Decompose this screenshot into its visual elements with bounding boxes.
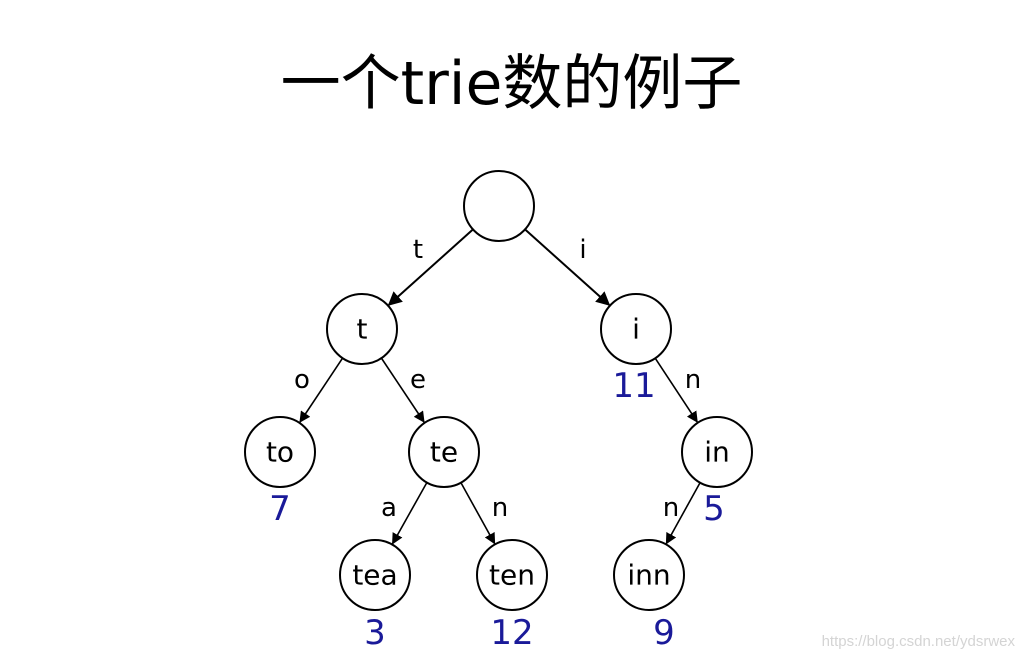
trie-node-ten: ten xyxy=(476,539,548,611)
edge-t-te xyxy=(380,357,425,423)
node-label-inn: inn xyxy=(627,559,670,592)
node-label-t: t xyxy=(357,313,368,346)
node-label-tea: tea xyxy=(352,559,397,592)
edge-label-te-tea: a xyxy=(381,493,397,523)
node-circle-to xyxy=(244,416,316,488)
slide-title: 一个trie数的例子 xyxy=(280,49,743,119)
edge-label-in-inn: n xyxy=(663,493,679,523)
trie-node-tea: tea xyxy=(339,539,411,611)
node-circle-in xyxy=(681,416,753,488)
edge-in-inn xyxy=(665,482,701,545)
node-label-i: i xyxy=(632,313,640,346)
trie-node-in: in xyxy=(681,416,753,488)
trie-node-inn: inn xyxy=(613,539,685,611)
node-value-ten: 12 xyxy=(490,613,533,653)
edge-te-ten xyxy=(460,482,496,545)
node-circle-t xyxy=(326,293,398,365)
edge-root-i xyxy=(524,228,611,306)
edge-label-root-t: t xyxy=(413,235,423,265)
node-label-ten: ten xyxy=(489,559,535,592)
edge-te-tea xyxy=(391,482,428,545)
edge-label-t-to: o xyxy=(294,365,310,395)
node-circle-tea xyxy=(339,539,411,611)
edges-layer xyxy=(299,228,701,545)
trie-node-root xyxy=(463,170,535,242)
node-value-in: 5 xyxy=(703,489,725,529)
node-value-to: 7 xyxy=(269,489,291,529)
edge-i-in xyxy=(654,357,698,423)
node-value-i: 11 xyxy=(612,366,655,406)
trie-node-te: te xyxy=(408,416,480,488)
node-circle-i xyxy=(600,293,672,365)
edge-label-t-te: e xyxy=(410,365,426,395)
node-circle-root xyxy=(463,170,535,242)
edge-t-to xyxy=(299,357,344,423)
node-label-te: te xyxy=(430,436,458,469)
trie-node-t: t xyxy=(326,293,398,365)
node-label-to: to xyxy=(266,436,294,469)
node-value-inn: 9 xyxy=(653,613,675,653)
node-circle-ten xyxy=(476,539,548,611)
edge-label-i-in: n xyxy=(685,365,701,395)
node-label-in: in xyxy=(704,436,730,469)
edge-label-root-i: i xyxy=(579,235,586,265)
watermark: https://blog.csdn.net/ydsrwex xyxy=(821,633,1015,650)
trie-node-i: i xyxy=(600,293,672,365)
node-value-tea: 3 xyxy=(364,613,386,653)
node-circle-te xyxy=(408,416,480,488)
trie-node-to: to xyxy=(244,416,316,488)
labels-layer: t i o e n a n n 11 7 5 3 12 9 xyxy=(269,235,725,653)
edge-root-t xyxy=(387,228,474,306)
edge-label-te-ten: n xyxy=(492,493,508,523)
node-circle-inn xyxy=(613,539,685,611)
